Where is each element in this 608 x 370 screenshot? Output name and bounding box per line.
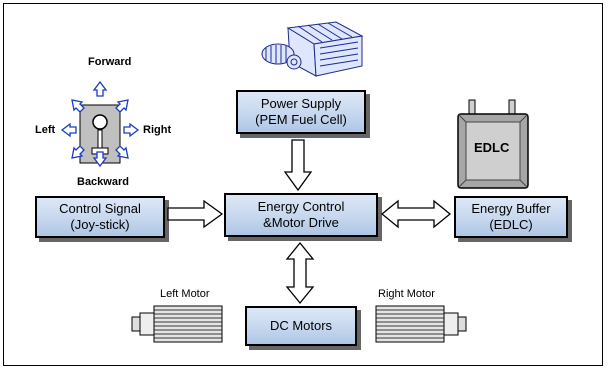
energy-buffer-title: Energy Buffer <box>471 201 551 216</box>
energy-control-title: Energy Control <box>257 199 345 214</box>
joystick-forward-label: Forward <box>88 56 132 68</box>
right-motor-label: Right Motor <box>378 288 435 300</box>
energy-control-subtitle: &Motor Drive <box>263 215 339 230</box>
arrow-control-buffer-bidirectional <box>380 199 452 229</box>
energy-buffer-block: Energy Buffer (EDLC) <box>454 196 568 238</box>
dc-motors-title: DC Motors <box>269 318 333 333</box>
power-supply-subtitle: (PEM Fuel Cell) <box>255 112 347 127</box>
joystick-left-label: Left <box>35 124 56 136</box>
power-supply-block: Power Supply (PEM Fuel Cell) <box>236 90 366 134</box>
left-motor-icon <box>131 305 223 343</box>
dc-motors-block: DC Motors <box>245 306 357 346</box>
control-signal-subtitle: (Joy-stick) <box>70 217 130 232</box>
left-motor-label: Left Motor <box>160 288 210 300</box>
energy-control-block: Energy Control &Motor Drive <box>224 193 378 237</box>
joystick-icon <box>60 80 140 168</box>
arrow-signal-to-control <box>167 199 224 229</box>
capacitor-label: EDLC <box>474 140 510 155</box>
energy-buffer-subtitle: (EDLC) <box>489 217 533 232</box>
power-supply-title: Power Supply <box>260 96 342 111</box>
joystick-backward-label: Backward <box>77 176 129 188</box>
joystick-right-label: Right <box>143 124 172 136</box>
arrow-control-motors-bidirectional <box>285 241 315 305</box>
arrow-power-to-control <box>283 139 313 192</box>
fuel-cell-icon <box>261 21 364 77</box>
control-signal-title: Control Signal <box>59 201 141 216</box>
right-motor-icon <box>375 305 467 343</box>
control-signal-block: Control Signal (Joy-stick) <box>35 196 165 238</box>
capacitor-icon <box>457 99 529 189</box>
